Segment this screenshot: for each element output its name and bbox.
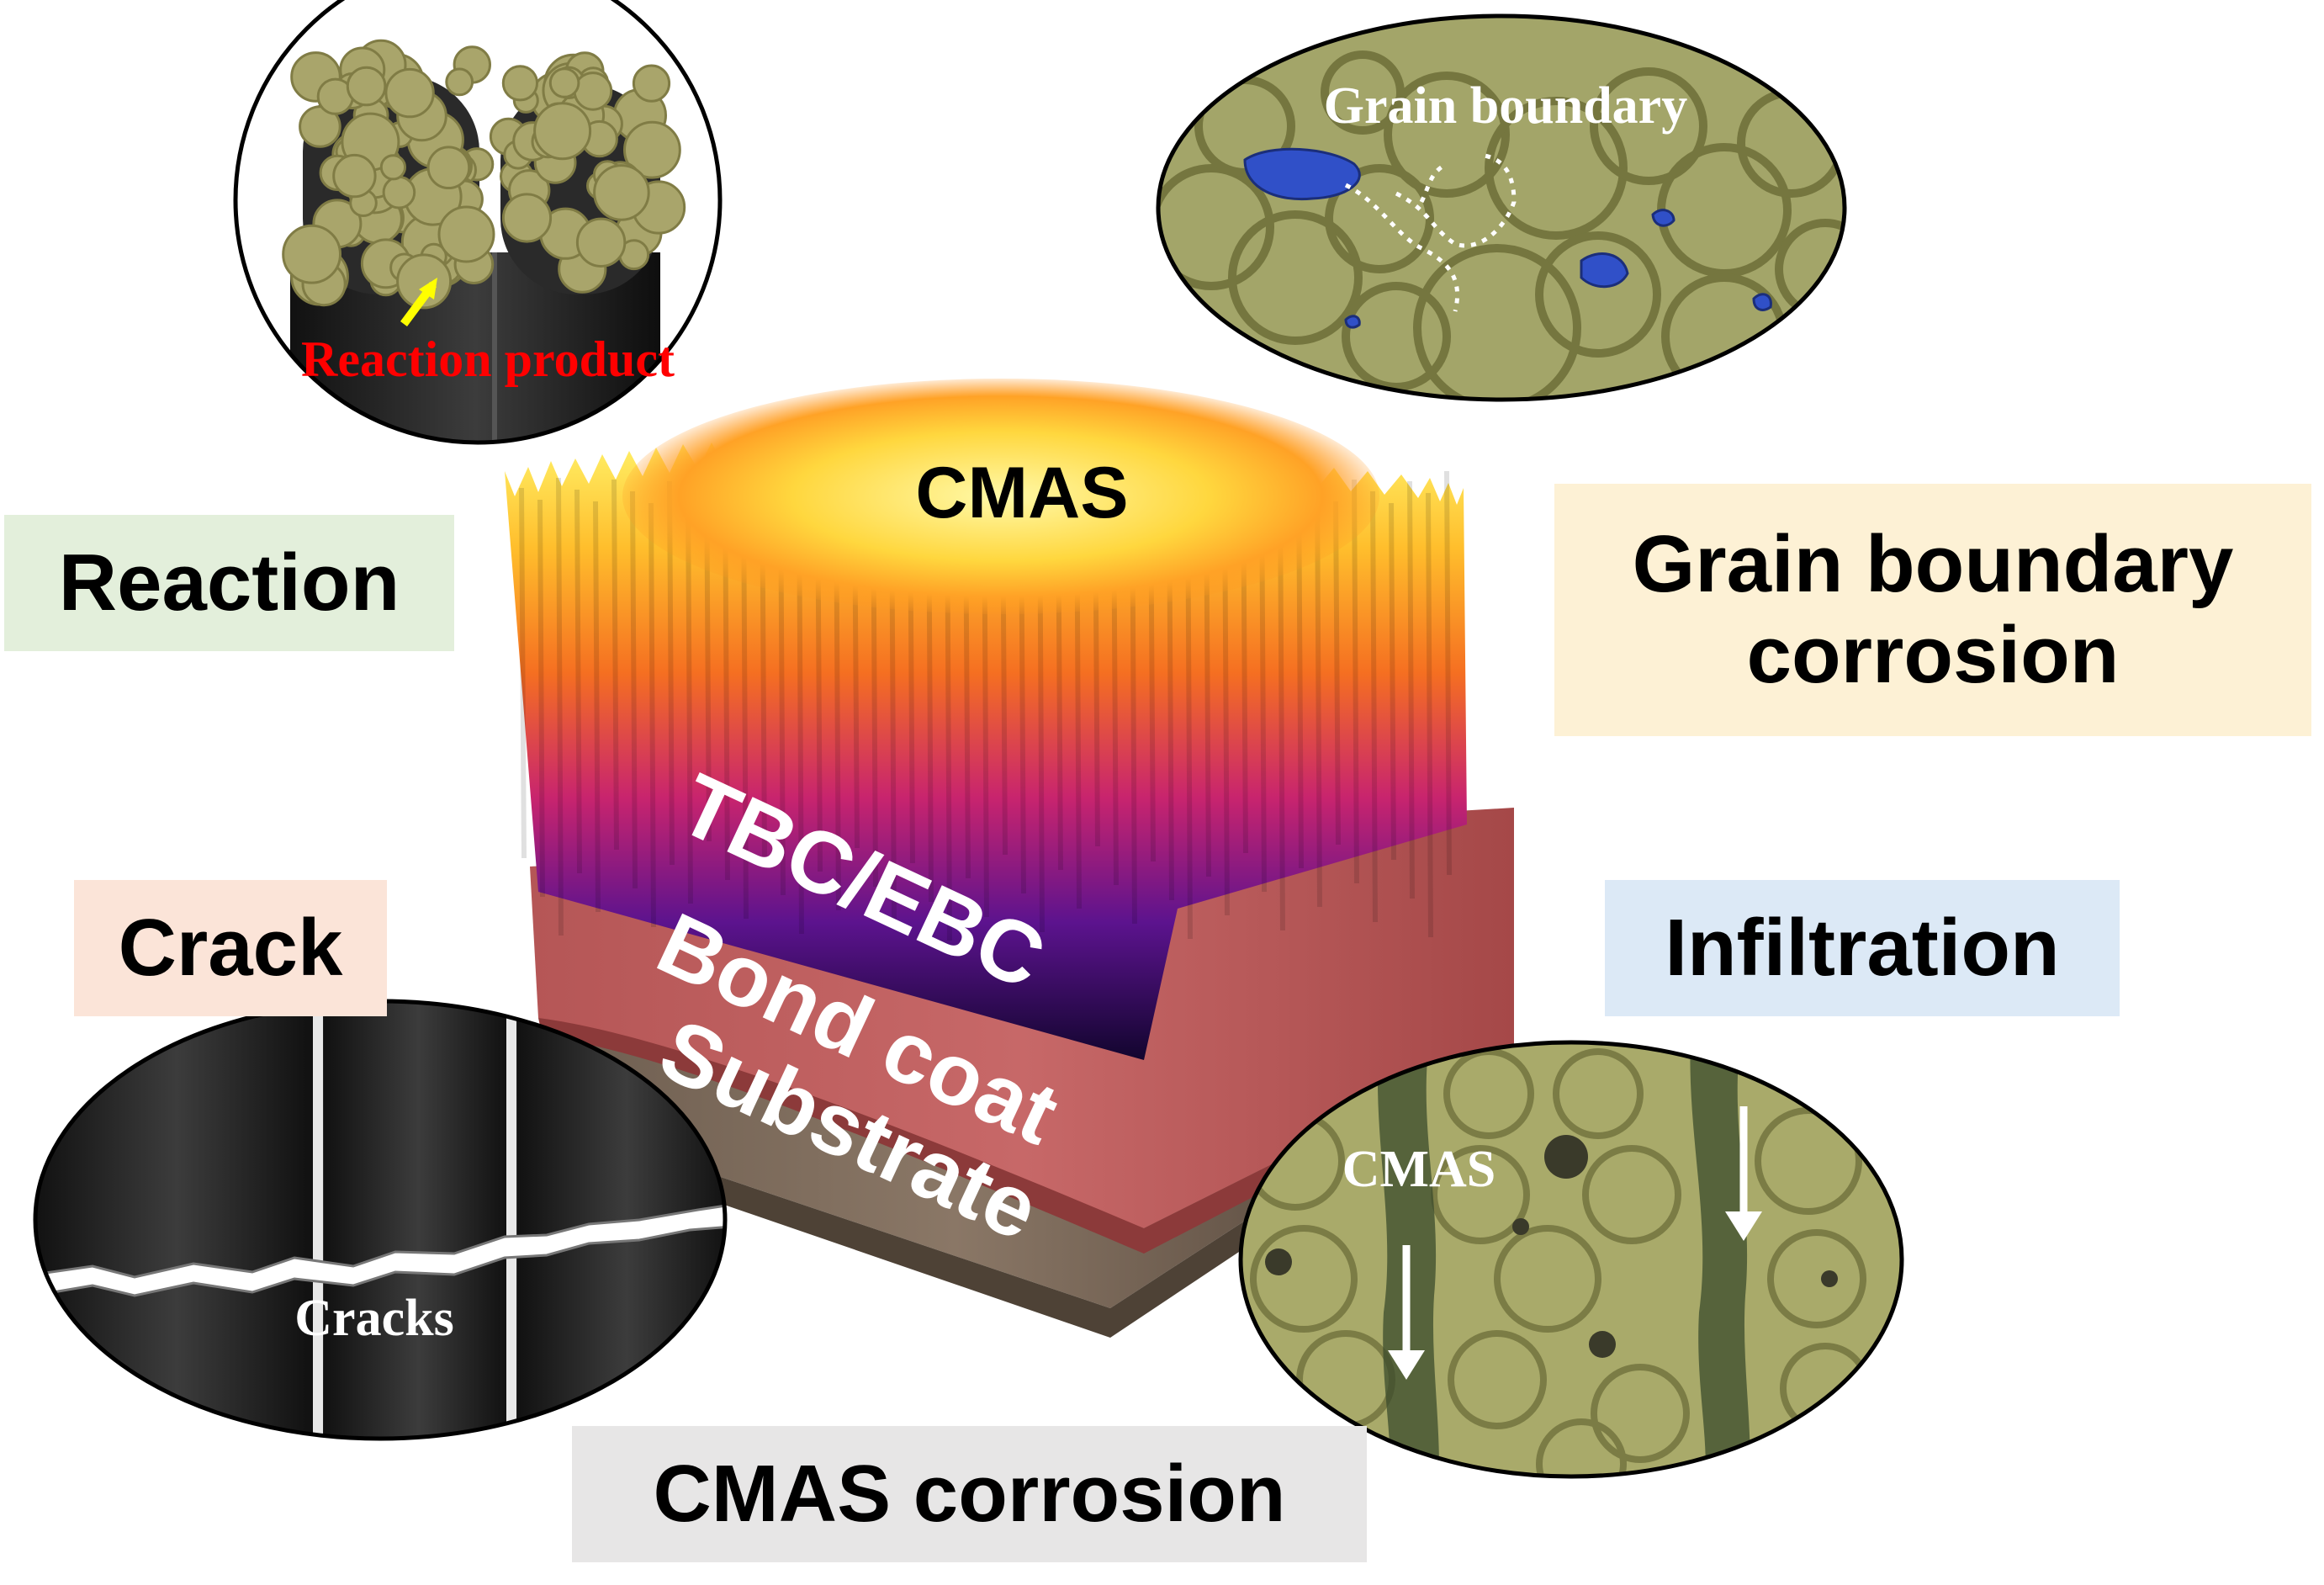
column-streak	[1389, 502, 1396, 861]
grain-boundary-inset: Grain boundary	[1156, 13, 1847, 402]
column-streak	[556, 477, 564, 936]
column-streak	[630, 490, 638, 889]
column-streak	[611, 479, 619, 851]
column-streak	[593, 501, 601, 913]
infiltration-grain-cell	[1553, 1048, 1644, 1139]
reaction-product-blob	[382, 175, 416, 209]
column-streak	[1407, 480, 1415, 899]
infiltration-grain-cell	[1767, 1229, 1866, 1328]
infiltration-grain-cells	[1246, 1048, 1871, 1476]
cmas-corrosion-title: CMAS corrosion	[653, 1449, 1286, 1540]
reaction-product-blob	[282, 224, 342, 284]
grain-boundary-label: Grain boundary	[1324, 77, 1687, 135]
coating-block: CMAS TBC/EBC Bond coat Substrate	[505, 379, 1514, 1338]
reaction-label-box: Reaction	[4, 515, 454, 651]
reaction-product-blob	[426, 146, 471, 189]
substrate-edge	[548, 1119, 1363, 1338]
grain-cell	[1413, 244, 1581, 400]
reaction-product-blob	[533, 102, 592, 161]
infiltration-grain-cell	[1536, 1418, 1627, 1476]
infiltration-title: Infiltration	[1665, 903, 2060, 994]
column-streak	[1370, 490, 1378, 923]
grain-cell	[1590, 67, 1707, 185]
reaction-product-label: Reaction product	[301, 331, 675, 387]
tbc-ebc-columns	[505, 436, 1467, 1060]
reaction-inset-border	[233, 0, 723, 445]
reaction-product-blob	[445, 67, 474, 97]
grain-cell	[1325, 164, 1434, 273]
reaction-product-blobs	[282, 39, 686, 310]
melt-pockets	[1243, 147, 1772, 329]
grain-cell	[1321, 50, 1405, 135]
infiltration-grain-cell	[1448, 1330, 1547, 1429]
cmas-corrosion-label-box: CMAS corrosion	[572, 1426, 1367, 1562]
infiltration-label-box: Infiltration	[1605, 880, 2120, 1016]
cmas-top-label: CMAS	[915, 453, 1128, 533]
column-streak	[537, 499, 545, 898]
reaction-product-blob	[379, 154, 406, 181]
grain-cell	[1228, 210, 1363, 345]
column-streak	[519, 487, 527, 859]
crack-line	[35, 1203, 725, 1297]
grain-cell	[1485, 97, 1628, 240]
cmas-channel-right	[1690, 1042, 1751, 1476]
grain-inset-border	[1156, 13, 1847, 402]
grain-cell	[1158, 164, 1274, 290]
grain-cell	[1535, 231, 1661, 358]
bond-coat-edge	[538, 1018, 1514, 1254]
column-streak	[648, 502, 656, 928]
reaction-inset: Reaction product	[233, 0, 723, 445]
infiltration-grain-cell	[1443, 1048, 1534, 1139]
infiltration-cmas-label: CMAS	[1342, 1141, 1496, 1198]
column-streak	[1444, 470, 1452, 876]
column-streak	[1426, 492, 1433, 938]
infiltration-inset: CMAS	[1238, 1040, 1904, 1479]
grain-boundary-corrosion-label-box: Grain boundary corrosion	[1554, 484, 2311, 736]
reaction-product-blob	[332, 153, 377, 199]
grain-boundary-dotted-line	[1344, 153, 1517, 312]
infiltration-grain-cell	[1431, 1145, 1530, 1244]
reaction-product-blob	[575, 217, 627, 268]
infiltration-inset-border	[1238, 1040, 1904, 1479]
reaction-product-blob	[501, 65, 539, 102]
reaction-product-blob	[623, 120, 681, 179]
column-gap-left	[313, 1001, 323, 1439]
grain-boundary-corrosion-title: Grain boundary corrosion	[1632, 519, 2234, 700]
column-gap-right	[506, 1001, 516, 1439]
column-streak	[1333, 501, 1341, 846]
crack-title: Crack	[118, 903, 343, 994]
reaction-product-blob	[437, 205, 495, 263]
cmas-melt-top	[622, 379, 1379, 614]
reaction-product-blob	[501, 193, 553, 243]
reaction-product-blob	[573, 72, 613, 111]
cracks-label: Cracks	[294, 1290, 453, 1347]
infiltration-grain-cell	[1591, 1364, 1690, 1463]
column-streak	[574, 489, 582, 874]
infiltration-grain-cell	[1582, 1145, 1681, 1244]
reaction-product-blob	[396, 253, 453, 310]
grain-cell	[1342, 282, 1451, 391]
infiltration-grain-cell	[1494, 1225, 1601, 1333]
column-streak	[1352, 479, 1359, 884]
reaction-product-blob	[632, 64, 671, 103]
grain-cell	[1384, 72, 1510, 198]
reaction-product-blob	[593, 164, 650, 221]
reaction-title: Reaction	[58, 538, 400, 628]
infiltration-grain-cell	[1250, 1225, 1358, 1333]
reaction-product-blob	[384, 67, 435, 119]
pores	[1265, 1135, 1838, 1358]
reaction-product-blob	[548, 67, 580, 98]
reaction-product-blob	[346, 66, 387, 107]
crack-label-box: Crack	[74, 880, 387, 1016]
